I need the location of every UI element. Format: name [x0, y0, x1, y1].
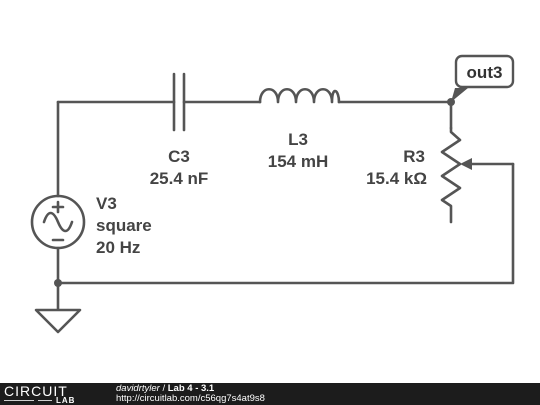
capacitor-c3-symbol: [172, 72, 186, 132]
path-separator: /: [162, 383, 166, 394]
ground-icon: [34, 281, 82, 334]
capacitor-value-label: 25.4 nF: [150, 169, 209, 188]
author-link[interactable]: davidrtyler: [116, 383, 160, 394]
source-frequency-label: 20 Hz: [96, 238, 140, 257]
wiper-arrow-icon: [460, 158, 515, 170]
potentiometer-value-label: 15.4 kΩ: [366, 169, 427, 188]
sine-wave-icon: [42, 211, 74, 233]
inductor-name-label: L3: [288, 130, 308, 149]
probe-label: out3: [467, 63, 503, 82]
source-name-label: V3: [96, 194, 117, 213]
potentiometer-r3-symbol: [440, 126, 462, 224]
schematic-canvas: out3 C3 25.4 nF L3 154 mH R3 15.4 kΩ V3 …: [30, 54, 515, 334]
circuit-url-link[interactable]: http://circuitlab.com/c56qg7s4at9s8: [116, 393, 265, 404]
logo-lab-text: LAB: [56, 396, 76, 405]
inductor-l3-symbol: [258, 87, 341, 104]
voltage-source-v3-symbol: [30, 194, 86, 250]
logo-circuit-text: CIRCUIT: [4, 383, 68, 399]
source-type-label: square: [96, 216, 152, 235]
circuitlab-logo[interactable]: CIRCUIT LAB: [4, 383, 92, 405]
potentiometer-name-label: R3: [403, 147, 425, 166]
capacitor-name-label: C3: [168, 147, 190, 166]
probe-out3[interactable]: out3: [451, 54, 515, 102]
footer-bar: CIRCUIT LAB davidrtyler / Lab 4 - 3.1 ht…: [0, 383, 540, 405]
probe-box: [454, 54, 515, 89]
wire-wiper-return: [56, 162, 515, 285]
inductor-value-label: 154 mH: [268, 152, 328, 171]
circuit-info: davidrtyler / Lab 4 - 3.1 http://circuit…: [116, 384, 265, 404]
logo-bottom-row: LAB: [4, 397, 92, 405]
circuit-title: Lab 4 - 3.1: [167, 383, 215, 394]
probe-pointer: [451, 88, 468, 102]
